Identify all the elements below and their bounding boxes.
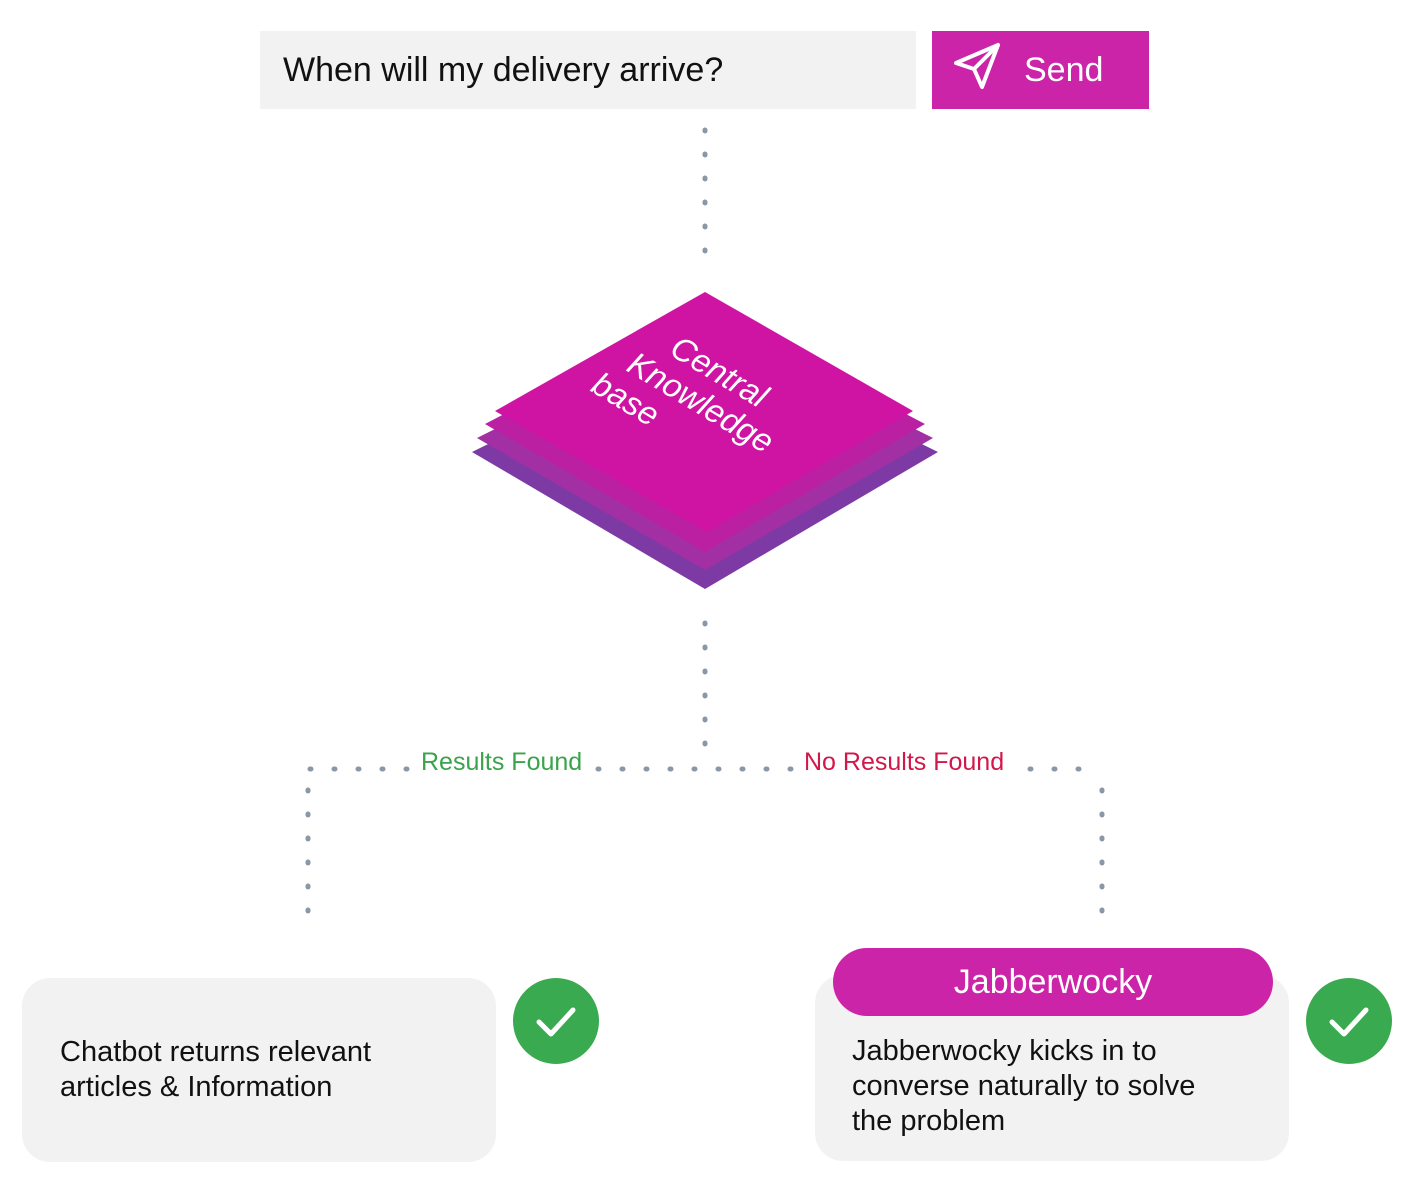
jabberwocky-badge: Jabberwocky: [833, 948, 1273, 1016]
query-text: When will my delivery arrive?: [283, 50, 724, 89]
check-circle-icon: [1306, 978, 1392, 1064]
no-results-text-line-1: Jabberwocky kicks in to: [852, 1035, 1157, 1067]
send-button[interactable]: Send: [932, 31, 1149, 109]
paper-plane-icon: [952, 41, 1002, 100]
send-label: Send: [1024, 50, 1104, 89]
kb-layer-top: [495, 292, 913, 532]
results-found-label: Results Found: [413, 748, 591, 777]
results-found-card: Chatbot returns relevant articles & Info…: [22, 978, 496, 1162]
query-input[interactable]: When will my delivery arrive?: [260, 31, 916, 109]
results-found-text-line-1: Chatbot returns relevant: [60, 1036, 372, 1068]
check-circle-icon: [513, 978, 599, 1064]
no-results-text-line-3: the problem: [852, 1105, 1006, 1137]
knowledge-base-stack: [472, 292, 938, 589]
results-found-text-line-2: articles & Information: [60, 1071, 333, 1103]
no-results-text-line-2: converse naturally to solve: [852, 1070, 1196, 1102]
no-results-found-label: No Results Found: [796, 748, 1013, 777]
